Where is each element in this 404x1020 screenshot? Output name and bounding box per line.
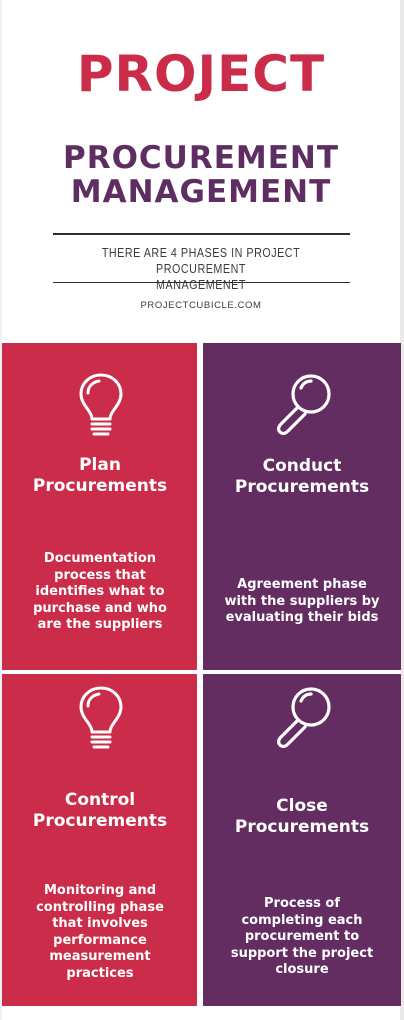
phase-title-line-2: Procurements [32,811,168,831]
desc-line: process that [54,567,146,583]
phase-desc-conduct: Agreement phase with the suppliers by ev… [203,577,401,627]
left-edge [0,0,2,1020]
subtitle-line-2: MANAGEMENT [70,174,332,210]
page-title: PROJECT [76,45,326,103]
desc-line: controlling phase [36,899,164,915]
desc-line: Process of [264,896,340,911]
site-url: PROJECTCUBICLE.COM [140,300,262,311]
phase-title-line-2: Procurements [32,476,168,496]
phase-panel-close: Close Procurements Process of completing… [203,674,401,1006]
desc-line: with the suppliers by [224,593,380,609]
desc-line: measurement [49,949,151,964]
page-subtitle: PROCUREMENT MANAGEMENT [0,141,402,209]
phase-title-line-1: Close [276,796,328,816]
desc-line: that involves [52,916,148,931]
phase-desc-plan: Documentation process that identifies wh… [2,551,197,634]
phase-title-line-1: Plan [79,455,121,475]
intro-line-1: THERE ARE 4 PHASES IN PROJECT PROCUREMEN… [101,246,301,276]
phase-title-close: Close Procurements [203,796,401,838]
phase-title-conduct: Conduct Procurements [203,456,401,498]
desc-line: support the project [230,945,374,961]
right-edge [400,0,404,1020]
desc-line: Agreement phase [237,577,367,592]
dotted-divider [0,670,402,674]
desc-line: closure [275,962,329,977]
divider-top [53,233,350,235]
desc-line: Documentation [43,551,157,566]
desc-line: practices [66,965,134,981]
phase-title-line-2: Procurements [234,817,370,837]
phase-panel-control: Control Procurements Monitoring and cont… [2,674,197,1006]
desc-line: completing each [241,912,363,928]
desc-line: purchase and who [33,600,167,616]
desc-line: procurement to [244,929,360,944]
desc-line: identifies what to [35,584,165,599]
intro-line-2: MANAGEMENET [156,278,246,292]
magnifier-icon [277,374,331,435]
phase-title-line-1: Control [64,790,136,810]
phase-title-plan: Plan Procurements [2,455,197,497]
lightbulb-icon [79,373,123,436]
phase-title-control: Control Procurements [2,790,197,832]
phase-desc-close: Process of completing each procurement t… [203,896,401,979]
subtitle-line-1: PROCUREMENT [62,140,340,176]
phase-title-line-1: Conduct [262,456,342,476]
desc-line: performance [53,932,147,948]
magnifier-icon [277,687,331,748]
phase-desc-control: Monitoring and controlling phase that in… [2,883,197,982]
intro-text: THERE ARE 4 PHASES IN PROJECT PROCUREMEN… [80,245,323,293]
phase-title-line-2: Procurements [234,477,370,497]
desc-line: Monitoring and [43,883,156,898]
lightbulb-icon [79,686,123,749]
desc-line: evaluating their bids [225,610,379,625]
desc-line: are the suppliers [37,617,163,632]
phase-panel-conduct: Conduct Procurements Agreement phase wit… [203,343,401,670]
phase-panel-plan: Plan Procurements Documentation process … [2,343,197,670]
divider-bottom [53,282,350,283]
